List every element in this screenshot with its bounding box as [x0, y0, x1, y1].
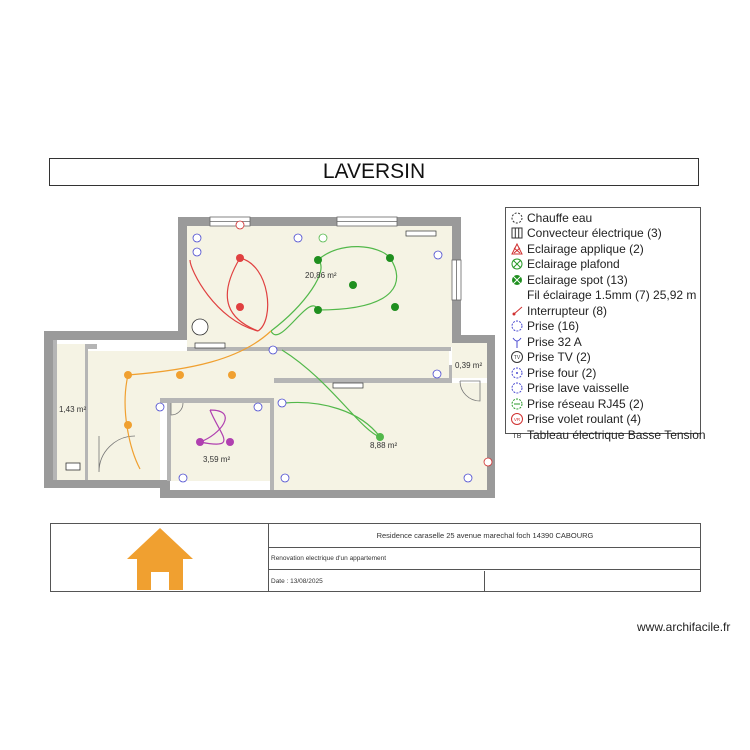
prise-tv-icon: TV: [510, 350, 524, 364]
legend-item: Eclairage applique (2): [510, 241, 697, 257]
spot-icon: [314, 306, 322, 314]
prise-icon: [178, 473, 188, 483]
legend: Chauffe eau Convecteur électrique (3) Ec…: [505, 207, 706, 442]
prise-icon: [293, 233, 303, 243]
legend-item: Prise lave vaisselle: [510, 381, 697, 397]
prise-icon: [432, 369, 442, 379]
spot-icon: [124, 421, 132, 429]
prise-icon: [433, 250, 443, 260]
prise-icon: [463, 473, 473, 483]
legend-item: Interrupteur (8): [510, 303, 697, 319]
prise-icon: [318, 233, 328, 243]
prise32-icon: [510, 335, 524, 349]
prise-icon: [192, 247, 202, 257]
spot-icon: [236, 303, 244, 311]
spot-icon: [386, 254, 394, 262]
project-description: Renovation electrique d'un appartement: [269, 548, 701, 570]
tableau-icon: [65, 462, 81, 471]
prise-icon: [280, 473, 290, 483]
interrupteur-icon: [510, 304, 524, 318]
prise-icon: [277, 398, 287, 408]
logo-cell: [51, 524, 269, 591]
room-area-salon: 20,86 m²: [305, 271, 337, 280]
watermark-link[interactable]: www.archifacile.fr: [637, 620, 731, 634]
prise-lv-icon: [510, 381, 524, 395]
spot-icon: [226, 438, 234, 446]
chauffe-eau-icon: [510, 211, 524, 225]
outlets: [155, 220, 493, 483]
legend-item: Chauffe eau: [510, 210, 697, 226]
project-date: Date : 13/08/2025: [269, 571, 485, 591]
legend-item: Prise 32 A: [510, 334, 697, 350]
spot-icon: [391, 303, 399, 311]
legend-item: Prise four (2): [510, 365, 697, 381]
windows: [209, 216, 462, 301]
legend-item: Prise (16): [510, 319, 697, 335]
tableau-icon: TB: [510, 428, 524, 442]
plafond-icon: [510, 257, 524, 271]
prise-four-icon: [510, 366, 524, 380]
prise-icon: [253, 402, 263, 412]
applique-icon: [510, 242, 524, 256]
prise-icon: [191, 318, 209, 336]
prise-rj45-icon: [510, 397, 524, 411]
project-address: Residence caraselle 25 avenue marechal f…: [269, 524, 701, 548]
spot-icon: [236, 254, 244, 262]
wires: [124, 246, 398, 470]
empty-cell: [486, 571, 701, 591]
convecteur-icon: [510, 226, 524, 240]
legend-item: Convecteur électrique (3): [510, 226, 697, 242]
spot-icon: [124, 371, 132, 379]
spot-icon: [196, 438, 204, 446]
legend-item: Prise réseau RJ45 (2): [510, 396, 697, 412]
doors: [98, 380, 481, 473]
svg-text:TB: TB: [513, 433, 522, 440]
spot-lights: [124, 254, 399, 446]
floors: [57, 226, 487, 490]
prise-icon: [155, 402, 165, 412]
spot-icon: [314, 256, 322, 264]
spot-icon: [228, 371, 236, 379]
legend-item: Fil éclairage 1.5mm (7) 25,92 m: [510, 288, 697, 304]
prise-icon: [510, 319, 524, 333]
svg-text:TV: TV: [514, 355, 521, 361]
room-area-entree: 1,43 m²: [59, 405, 86, 414]
legend-item: Eclairage plafond: [510, 257, 697, 273]
plan-title: LAVERSIN: [49, 158, 699, 186]
spot-icon: [176, 371, 184, 379]
prise-icon: [268, 345, 278, 355]
prise-icon: [483, 457, 493, 467]
house-logo-icon: [127, 528, 193, 590]
svg-text:VR: VR: [514, 417, 521, 422]
spot-icon: [510, 273, 524, 287]
prise-icon: [192, 233, 202, 243]
spot-icon: [376, 433, 384, 441]
spot-icon: [349, 281, 357, 289]
room-area-chambre: 8,88 m²: [370, 441, 397, 450]
prise-volet-icon: VR: [510, 412, 524, 426]
prise-icon: [235, 220, 245, 230]
wire-icon: [510, 288, 524, 302]
legend-item: Eclairage spot (13): [510, 272, 697, 288]
convecteurs: [194, 230, 437, 389]
room-area-sdb: 3,59 m²: [203, 455, 230, 464]
room-area-placard: 0,39 m²: [455, 361, 482, 370]
title-block: Residence caraselle 25 avenue marechal f…: [50, 523, 701, 592]
floor-plan: 20,86 m² 0,39 m² 1,43 m² 3,59 m² 8,88 m²: [44, 216, 495, 498]
